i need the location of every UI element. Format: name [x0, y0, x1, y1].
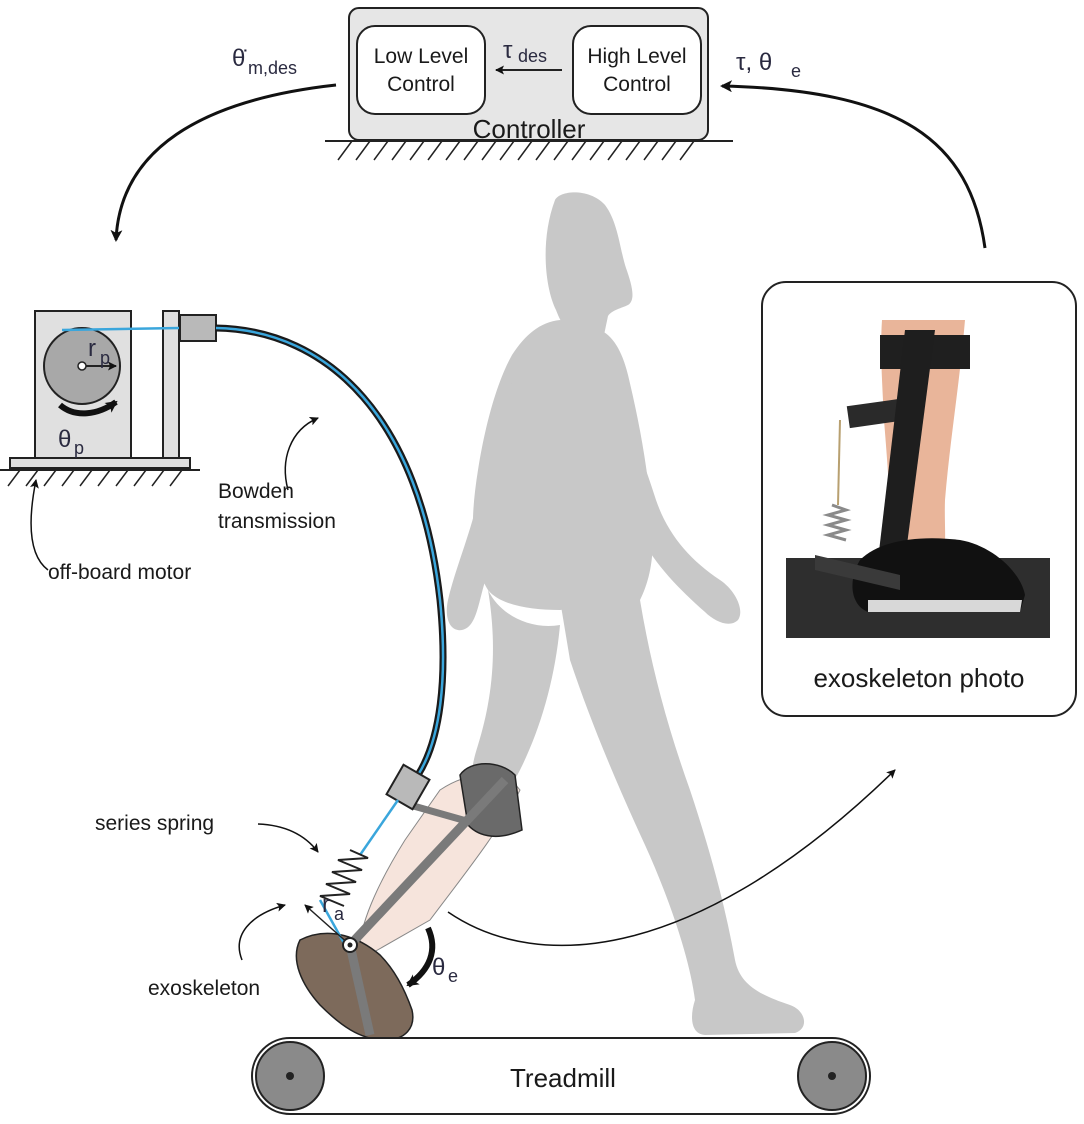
roller-left-axle — [286, 1072, 294, 1080]
pulley-rotation-arrow — [58, 399, 118, 417]
exoskeleton-assembly: r a θ e — [295, 763, 523, 1041]
tau-des-subscript: des — [518, 46, 547, 66]
exo-callout-arrow — [238, 902, 286, 961]
roller-right-axle — [828, 1072, 836, 1080]
treadmill-label: Treadmill — [510, 1063, 616, 1093]
walking-person-silhouette — [446, 192, 805, 1035]
off-board-motor: r p θ p — [0, 310, 217, 487]
exo-crossbar — [409, 801, 471, 826]
high-level-line1: High Level — [587, 45, 686, 68]
ankle-angle-subscript: e — [448, 966, 458, 986]
series-spring — [319, 849, 369, 907]
command-arrow — [110, 83, 337, 242]
exoskeleton-photo-panel: exoskeleton photo — [761, 281, 1077, 717]
spring-label: series spring — [95, 812, 214, 835]
photo-shoe-sole — [868, 600, 1022, 612]
bowden-label-line1: Bowden — [218, 480, 294, 503]
pulley-radius-subscript: p — [100, 348, 110, 368]
photo-cable — [837, 419, 841, 506]
ankle-angle-symbol: θ — [432, 954, 445, 981]
bowden-cable — [215, 326, 445, 776]
pulley-angle-subscript: p — [74, 438, 84, 458]
walker-to-photo-arrow — [447, 769, 896, 947]
photo-crossbar — [846, 397, 910, 429]
feedback-symbols: τ, θ — [736, 49, 772, 76]
spring-callout-arrow — [257, 823, 319, 853]
controller-block: Low Level Control High Level Control τ d… — [325, 7, 733, 161]
controller-ground-hatch — [337, 140, 695, 161]
ankle-radius-subscript: a — [334, 904, 345, 924]
ankle-joint-center — [347, 942, 353, 948]
tau-des-symbol: τ — [503, 37, 513, 64]
motor-ground-hatch — [7, 469, 183, 487]
exo-cable — [358, 799, 400, 856]
ankle-radius-arrow — [304, 904, 351, 946]
bowden-label-line2: transmission — [218, 510, 336, 533]
motor-post — [162, 310, 180, 462]
photo-footplate — [815, 555, 900, 590]
motor-label: off-board motor — [48, 561, 191, 584]
high-level-control-box — [572, 25, 702, 115]
pulley-radius-symbol: r — [88, 335, 96, 362]
low-level-control-box — [356, 25, 486, 115]
photo-caption: exoskeleton photo — [813, 663, 1024, 693]
exo-strut-main — [346, 776, 509, 949]
motor-connector — [179, 314, 217, 342]
command-symbol: θ̇ — [232, 45, 247, 72]
exo-footplate — [345, 944, 375, 1036]
bowden-sheath — [215, 324, 447, 777]
pulley-center — [77, 361, 87, 371]
ankle-rotation-arrow — [406, 926, 436, 988]
photo-strut — [878, 330, 935, 560]
motor-cable — [61, 326, 181, 332]
motor-base — [9, 457, 191, 469]
bowden-callout-arrow — [284, 417, 319, 491]
treadmill: Treadmill — [251, 1037, 871, 1115]
exo-label: exoskeleton — [148, 977, 260, 1000]
low-level-line1: Low Level — [374, 45, 469, 68]
command-subscript: m,des — [248, 58, 297, 78]
treadmill-belt — [251, 1037, 871, 1115]
photo-spring — [822, 503, 852, 542]
exo-connector — [385, 763, 431, 811]
controller-title: Controller — [473, 114, 586, 144]
high-level-line2: Control — [603, 73, 671, 96]
ankle-radius-symbol: r — [322, 891, 330, 918]
pulley-angle-symbol: θ — [58, 426, 71, 453]
motor-callout-arrow — [30, 479, 49, 571]
foot — [295, 932, 414, 1041]
low-level-line2: Control — [387, 73, 455, 96]
feedback-arrow — [720, 80, 987, 249]
feedback-theta-subscript: e — [791, 61, 801, 81]
photo-shoe — [852, 538, 1025, 612]
